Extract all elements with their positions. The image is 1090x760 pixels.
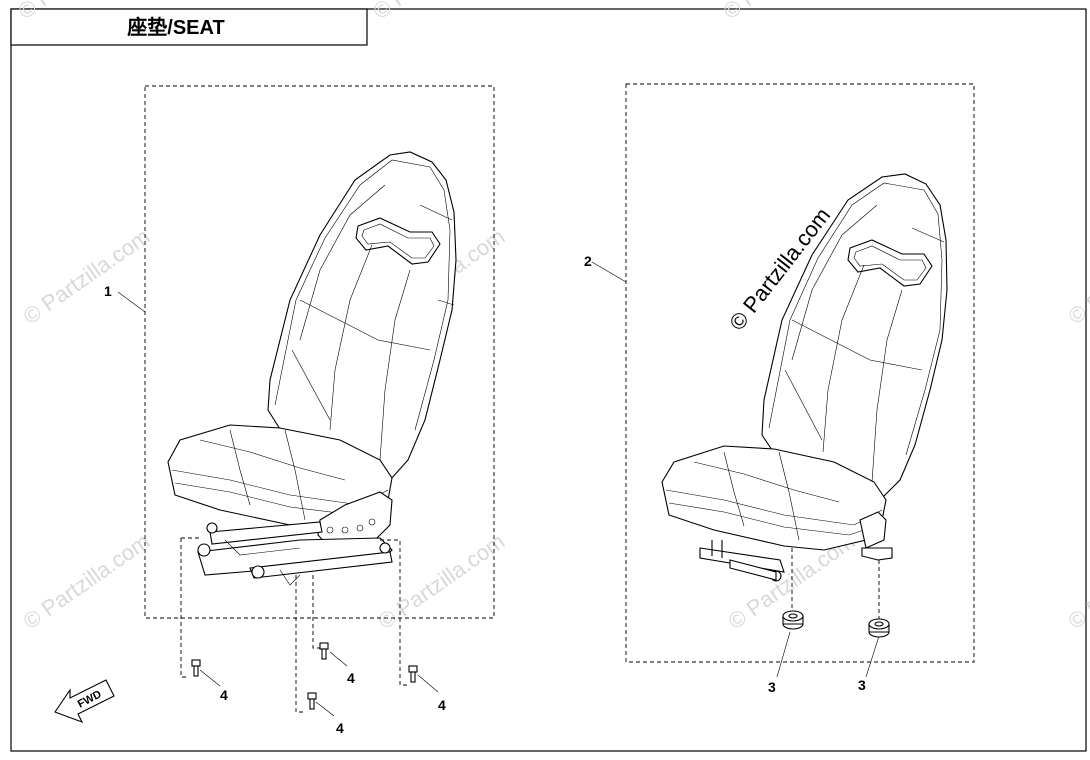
bolt-d[interactable] [408,665,418,683]
leader-lines [117,261,880,717]
assembly-2-frame [625,83,975,663]
watermark-7: © Partzilla.com [369,0,505,24]
callout-4a: 4 [220,687,228,703]
bolt-a[interactable] [191,659,201,677]
seat-2-drawing [661,173,948,620]
bolt-c[interactable] [307,692,317,710]
title-box: 座垫/SEAT [10,8,368,46]
callout-4c: 4 [336,720,344,736]
seat-1-drawing [167,151,457,586]
watermark-8: © Partzilla.com [719,0,855,24]
diagram-border [10,8,1087,752]
callout-3a: 3 [768,679,776,695]
nut-right[interactable] [868,618,890,638]
callout-3b: 3 [858,677,866,693]
watermark-3: © Partzilla.com [19,529,155,635]
bolt-guide-lines [180,537,408,713]
callout-4d: 4 [438,697,446,713]
callout-1: 1 [104,283,112,299]
fwd-arrow-icon: FWD [54,679,115,723]
callout-2: 2 [584,253,592,269]
callout-4b: 4 [347,670,355,686]
watermark-1: © Partzilla.com [19,224,155,330]
nut-left[interactable] [782,610,804,630]
bolt-b[interactable] [319,642,329,660]
diagram-title: 座垫/SEAT [127,15,224,39]
